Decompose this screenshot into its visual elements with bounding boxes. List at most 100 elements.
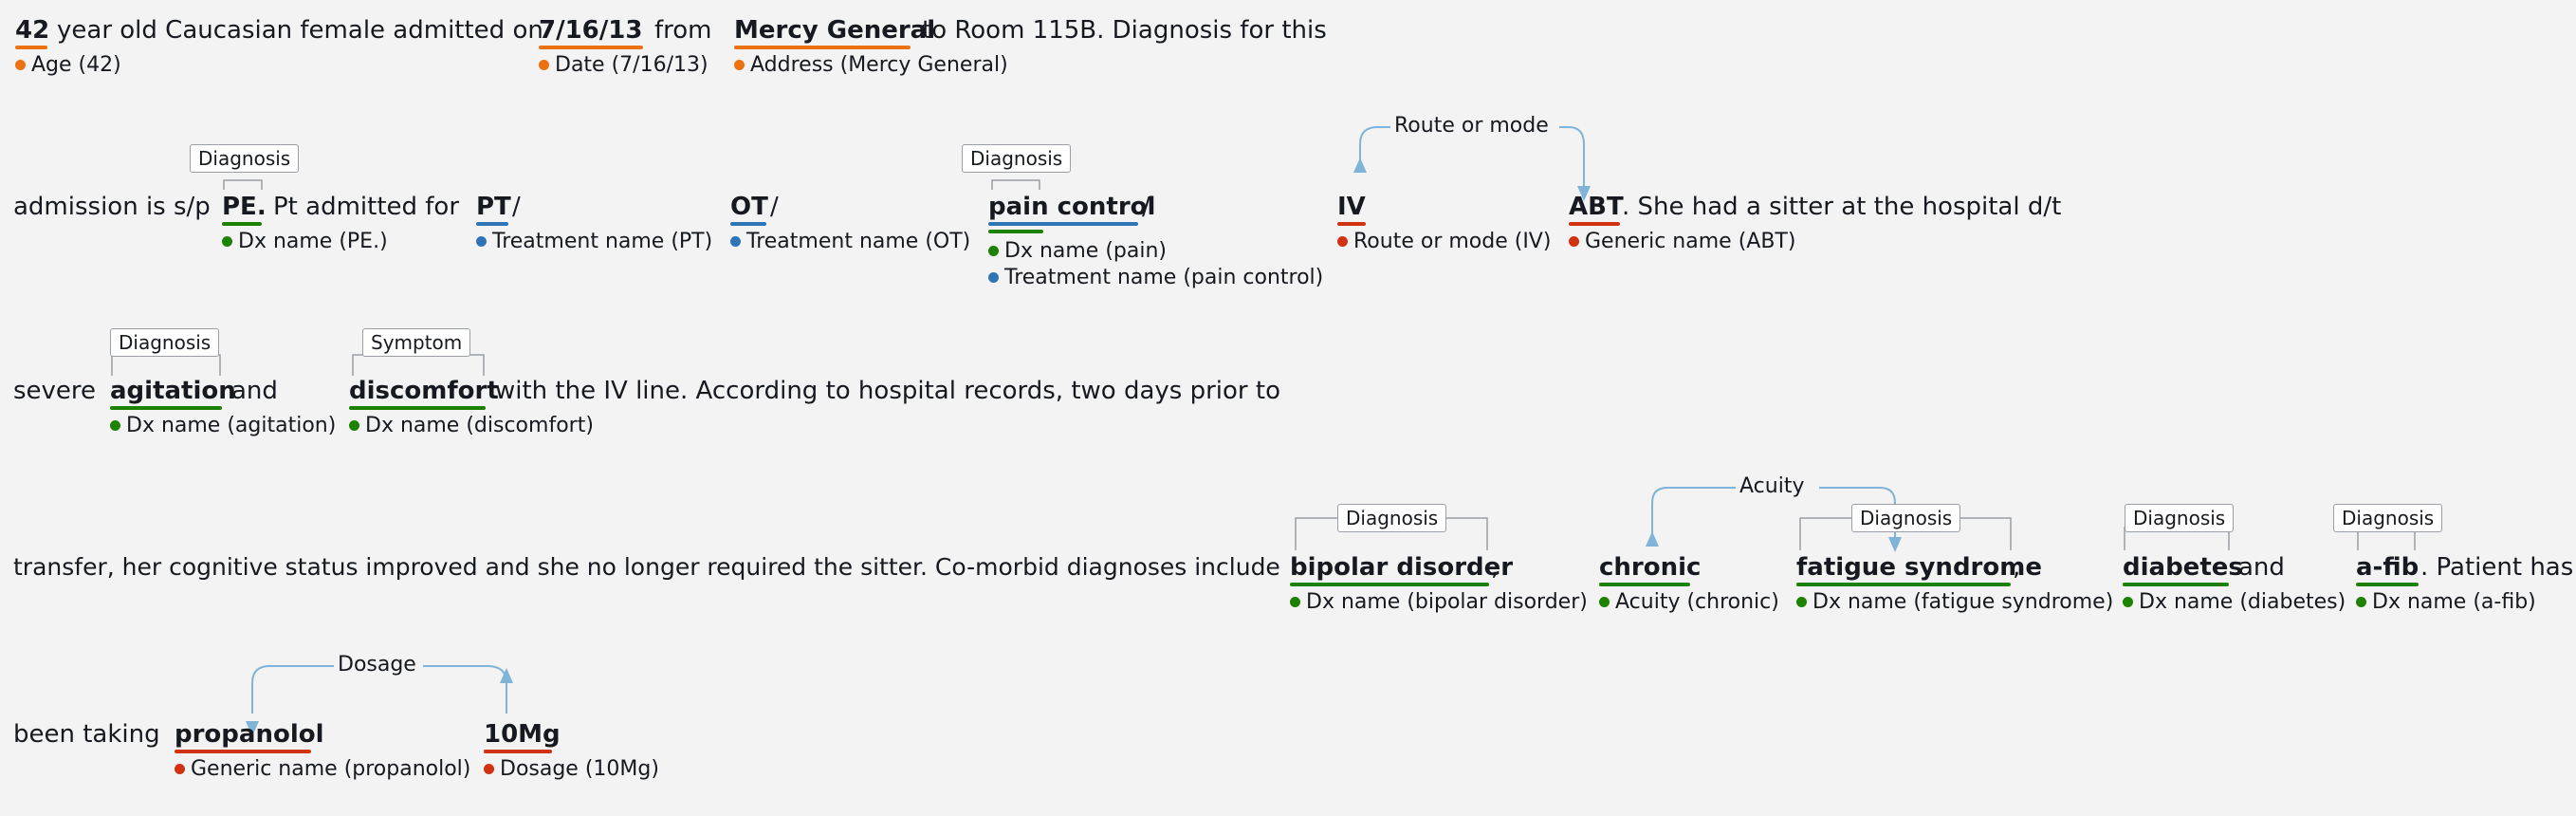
text-segment: year old Caucasian female admitted on (57, 16, 543, 45)
underline-address (734, 46, 911, 49)
text-segment: from (654, 16, 712, 45)
entity-fatigue-syndrome[interactable]: fatigue syndrome (1796, 553, 2042, 582)
dot-icon (1599, 597, 1610, 607)
dot-icon (1796, 597, 1807, 607)
entity-age[interactable]: 42 (15, 16, 50, 45)
label-discomfort: Dx name (discomfort) (349, 414, 594, 438)
entity-chronic[interactable]: chronic (1599, 553, 1702, 582)
entity-agitation[interactable]: agitation (110, 377, 236, 405)
tag-diagnosis-diabetes: Diagnosis (2125, 504, 2235, 532)
text-segment: with the IV line. According to hospital … (495, 377, 1280, 405)
entity-ot[interactable]: OT (730, 193, 768, 221)
text-segment: . Patient has (2420, 553, 2574, 582)
dot-icon (539, 60, 549, 70)
underline-agitation (110, 406, 222, 410)
label-pain-treatment: Treatment name (pain control) (988, 266, 1323, 290)
arrow-route-left (1359, 126, 1390, 171)
bracket-discomfort (352, 354, 485, 376)
label-bipolar: Dx name (bipolar disorder) (1290, 590, 1588, 615)
underline-abt (1569, 222, 1620, 226)
dot-icon (1337, 236, 1348, 247)
text-segment: transfer, her cognitive status improved … (13, 553, 1280, 581)
dot-icon (476, 236, 487, 247)
dot-icon (2123, 597, 2133, 607)
label-ot: Treatment name (OT) (730, 230, 970, 254)
underline-pain-control-treatment (988, 222, 1138, 226)
tag-diagnosis-afib: Diagnosis (2333, 504, 2443, 532)
underline-fatigue (1796, 583, 2011, 586)
label-agitation: Dx name (agitation) (110, 414, 336, 438)
tag-symptom-discomfort: Symptom (362, 328, 471, 357)
label-age: Age (42) (15, 53, 121, 78)
entity-bipolar-disorder[interactable]: bipolar disorder (1290, 553, 1514, 582)
label-10mg: Dosage (10Mg) (484, 757, 659, 782)
dot-icon (1569, 236, 1579, 247)
dot-icon (484, 764, 494, 774)
bracket-pain (991, 179, 1040, 190)
entity-diabetes[interactable]: diabetes (2123, 553, 2243, 582)
label-pt: Treatment name (PT) (476, 230, 712, 254)
tag-diagnosis-pain: Diagnosis (962, 144, 1072, 173)
label-fatigue: Dx name (fatigue syndrome) (1796, 590, 2113, 615)
underline-discomfort (349, 406, 486, 410)
arrowhead-acuity-chronic (1646, 531, 1659, 547)
arrowhead-route-iv (1353, 158, 1367, 173)
entity-abt[interactable]: ABT (1569, 193, 1624, 221)
label-date: Date (7/16/13) (539, 53, 708, 78)
arrow-dosage-left (251, 665, 334, 714)
entity-afib[interactable]: a-fib (2356, 553, 2420, 582)
arrow-acuity-left (1651, 487, 1736, 541)
dot-icon (1290, 597, 1300, 607)
entity-10mg[interactable]: 10Mg (484, 720, 561, 749)
entity-propanolol[interactable]: propanolol (175, 720, 324, 749)
underline-pain-dx (988, 230, 1043, 233)
separator: / (512, 193, 521, 221)
dot-icon (349, 420, 359, 431)
arrow-acuity-right (1819, 487, 1896, 541)
separator: / (1142, 193, 1150, 221)
dot-icon (988, 246, 999, 256)
entity-iv[interactable]: IV (1337, 193, 1366, 221)
underline-pt (476, 222, 508, 226)
dot-icon (175, 764, 185, 774)
label-pe: Dx name (PE.) (222, 230, 388, 254)
entity-pe[interactable]: PE. (222, 193, 267, 221)
underline-age (15, 46, 47, 49)
label-propanolol: Generic name (propanolol) (175, 757, 470, 782)
arrowhead-dosage-10mg (500, 668, 513, 683)
tag-diagnosis-bipolar: Diagnosis (1337, 504, 1447, 532)
underline-10mg (484, 750, 552, 753)
entity-pain-control[interactable]: pain control (988, 193, 1156, 221)
underline-propanolol (175, 750, 311, 753)
entity-discomfort[interactable]: discomfort (349, 377, 499, 405)
label-afib: Dx name (a-fib) (2356, 590, 2536, 615)
dot-icon (730, 236, 741, 247)
relation-acuity-label: Acuity (1736, 474, 1809, 499)
bracket-pe (223, 179, 263, 190)
label-chronic: Acuity (chronic) (1599, 590, 1779, 615)
dot-icon (110, 420, 120, 431)
text-segment: to Room 115B. Diagnosis for this (922, 16, 1327, 45)
label-address: Address (Mercy General) (734, 53, 1008, 78)
underline-chronic (1599, 583, 1690, 586)
dot-icon (222, 236, 232, 247)
tag-diagnosis-agitation: Diagnosis (110, 328, 220, 357)
relation-route-label: Route or mode (1390, 114, 1553, 139)
separator: , (1491, 553, 1500, 582)
arrowhead-acuity-fatigue (1888, 537, 1902, 552)
underline-afib (2356, 583, 2419, 586)
tag-diagnosis-pe: Diagnosis (190, 144, 300, 173)
label-iv: Route or mode (IV) (1337, 230, 1551, 254)
tag-diagnosis-fatigue: Diagnosis (1851, 504, 1961, 532)
underline-ot (730, 222, 766, 226)
arrow-route-right (1559, 126, 1585, 190)
label-diabetes: Dx name (diabetes) (2123, 590, 2346, 615)
entity-address[interactable]: Mercy General (734, 16, 936, 45)
text-segment: severe (13, 377, 97, 405)
label-pain-dx: Dx name (pain) (988, 239, 1167, 264)
entity-pt[interactable]: PT (476, 193, 511, 221)
entity-date[interactable]: 7/16/13 (539, 16, 643, 45)
dot-icon (988, 272, 999, 283)
underline-diabetes (2123, 583, 2229, 586)
underline-date (539, 46, 643, 49)
